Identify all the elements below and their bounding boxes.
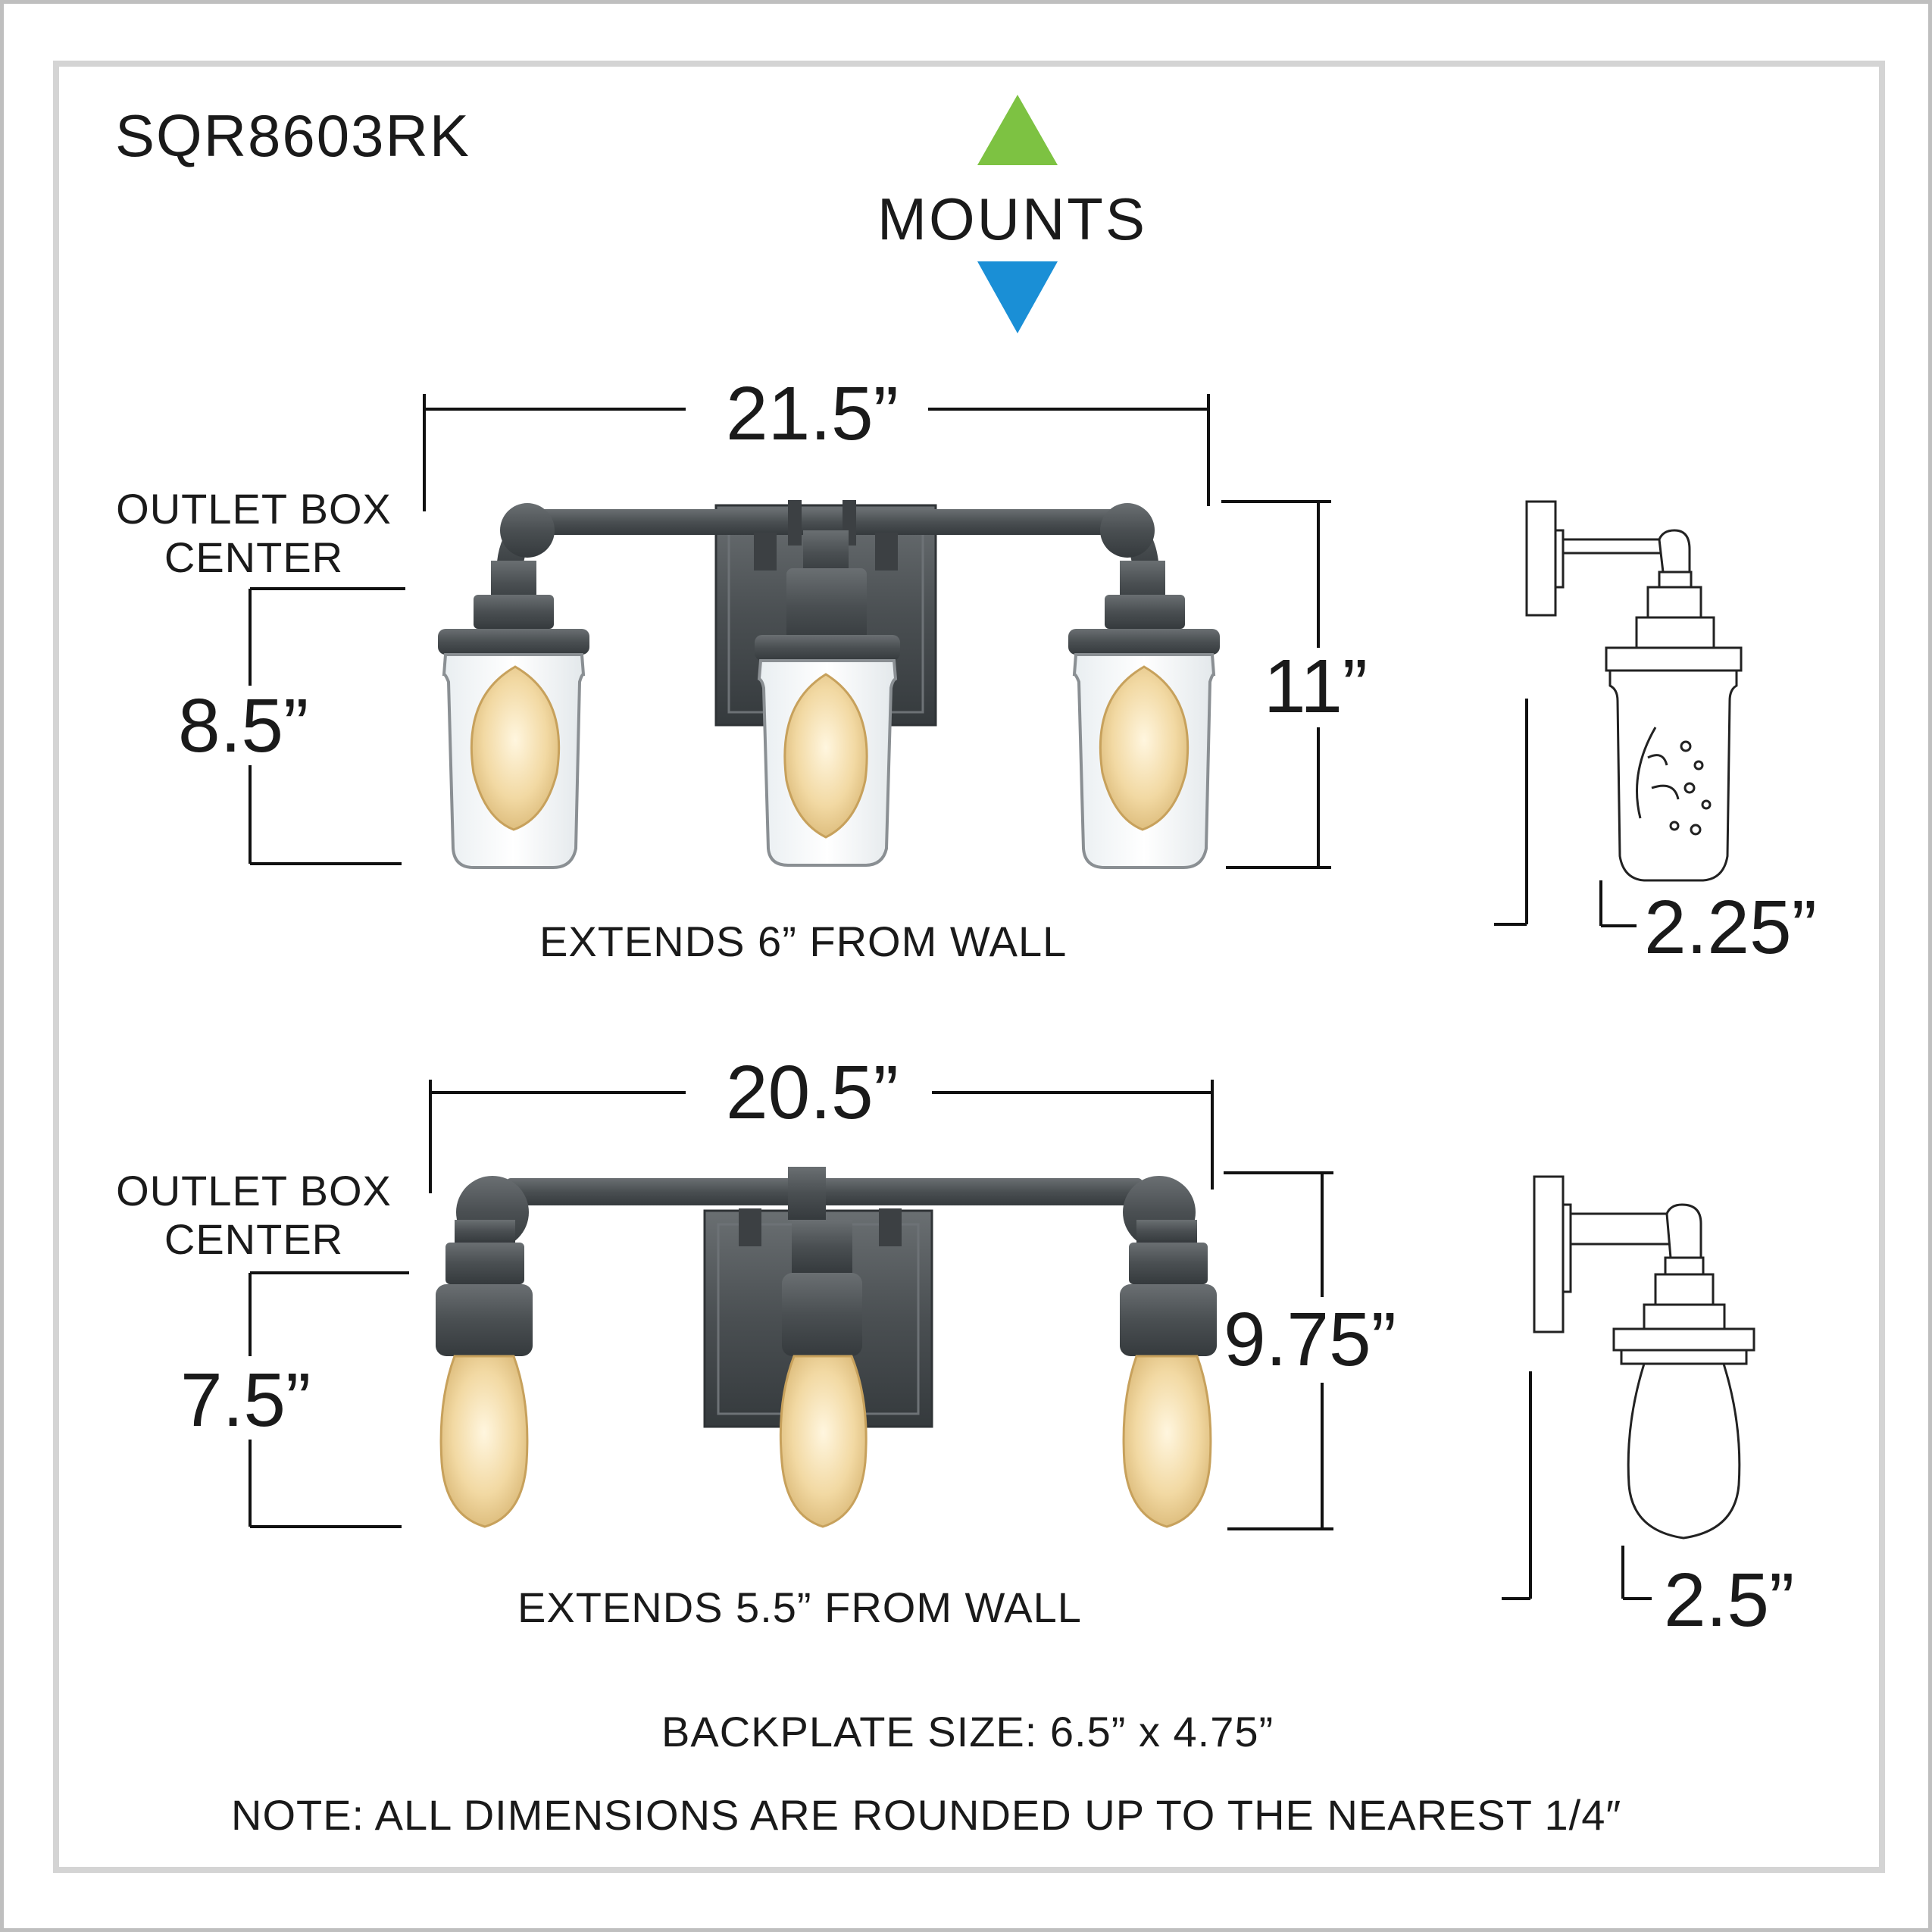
top-fixture-dimensions xyxy=(249,394,1637,927)
top-side-view xyxy=(1525,500,1743,882)
bottom-bulb-right xyxy=(1120,1220,1217,1528)
bottom-outlet-box-label: OUTLET BOX CENTER xyxy=(102,1167,405,1265)
mounts-label: MOUNTS xyxy=(877,186,1147,252)
model-number: SQR8603RK xyxy=(115,102,470,169)
inner-frame xyxy=(53,61,1885,1873)
top-jar-right xyxy=(1068,561,1220,869)
backplate-size: BACKPLATE SIZE: 6.5” x 4.75” xyxy=(661,1708,1274,1755)
top-extends-label: EXTENDS 6” FROM WALL xyxy=(539,918,1068,965)
triangle-down-icon xyxy=(977,261,1058,333)
top-outlet-box-label: OUTLET BOX CENTER xyxy=(102,485,405,583)
triangle-up-icon xyxy=(977,95,1058,165)
bottom-bulb-center xyxy=(779,1220,868,1528)
dimensions-note: NOTE: ALL DIMENSIONS ARE ROUNDED UP TO T… xyxy=(231,1791,1622,1839)
bottom-width-label: 20.5” xyxy=(726,1050,899,1135)
bottom-fixture-dimensions xyxy=(249,1080,1652,1600)
top-jar-left xyxy=(438,561,589,869)
top-outlet-line2: CENTER xyxy=(164,533,344,582)
top-outlet-line1: OUTLET BOX xyxy=(116,485,392,533)
bottom-height-label: 9.75” xyxy=(1224,1297,1396,1382)
bottom-side-depth-label: 2.5” xyxy=(1664,1558,1795,1643)
top-side-depth-label: 2.25” xyxy=(1644,885,1817,970)
top-height-label: 11” xyxy=(1264,644,1368,729)
bottom-side-view xyxy=(1533,1175,1755,1540)
bottom-extends-label: EXTENDS 5.5” FROM WALL xyxy=(517,1583,1082,1631)
bottom-outlet-line2: CENTER xyxy=(164,1215,344,1264)
bottom-outlet-line1: OUTLET BOX xyxy=(116,1167,392,1215)
top-outlet-height-label: 8.5” xyxy=(178,683,309,768)
bottom-bulb-left xyxy=(436,1220,533,1528)
bottom-outlet-height-label: 7.5” xyxy=(180,1358,311,1443)
top-width-label: 21.5” xyxy=(726,371,899,456)
top-jar-center xyxy=(755,530,900,867)
